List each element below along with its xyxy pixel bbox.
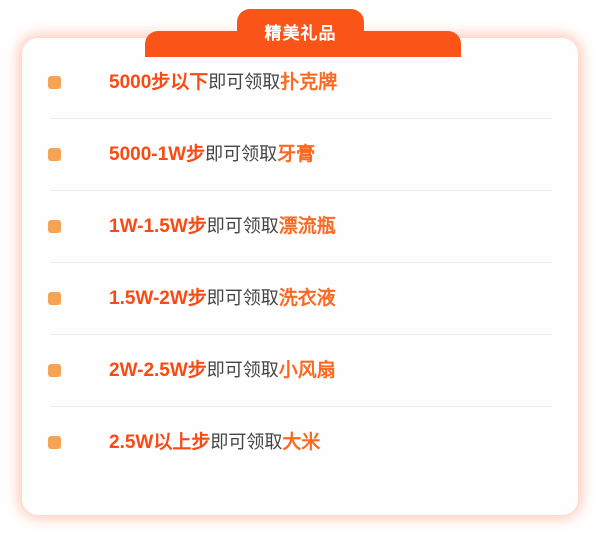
prize-label: 牙膏 <box>277 143 316 165</box>
step-range-label: 2.5W以上步 <box>109 431 211 453</box>
claim-label: 即可领取 <box>206 359 279 380</box>
header-banner-tab <box>237 9 364 57</box>
bullet-square-icon <box>48 147 61 161</box>
bullet-square-icon <box>48 75 61 89</box>
prize-label: 洗衣液 <box>278 287 336 309</box>
gift-tier-list: 5000步以下即可领取扑克牌 5000-1W步即可领取牙膏 1W-1.5W步即可… <box>22 38 578 515</box>
claim-label: 即可领取 <box>206 287 279 308</box>
claim-label: 即可领取 <box>205 143 278 164</box>
claim-label: 即可领取 <box>206 215 279 236</box>
panel-title: 精美礼品 <box>264 23 337 43</box>
list-item[interactable]: 2W-2.5W步即可领取小风扇 <box>22 334 578 406</box>
bullet-square-icon <box>48 291 61 305</box>
prize-label: 小风扇 <box>278 359 336 381</box>
prize-label: 大米 <box>282 431 321 453</box>
bullet-square-icon <box>48 363 61 377</box>
claim-label: 即可领取 <box>208 71 281 92</box>
step-range-label: 1W-1.5W步 <box>109 215 207 237</box>
step-range-label: 2W-2.5W步 <box>109 359 207 381</box>
claim-label: 即可领取 <box>210 431 283 452</box>
list-item[interactable]: 1.5W-2W步即可领取洗衣液 <box>22 262 578 334</box>
list-item[interactable]: 2.5W以上步即可领取大米 <box>22 406 578 478</box>
gift-tier-text: 5000-1W步即可领取牙膏 <box>109 145 315 164</box>
step-range-label: 5000-1W步 <box>109 143 206 165</box>
list-item[interactable]: 5000-1W步即可领取牙膏 <box>22 118 578 190</box>
list-item[interactable]: 5000步以下即可领取扑克牌 <box>22 46 578 118</box>
step-range-label: 5000步以下 <box>109 71 209 93</box>
prize-label: 扑克牌 <box>280 71 338 93</box>
gift-tier-text: 2.5W以上步即可领取大米 <box>109 433 320 452</box>
step-range-label: 1.5W-2W步 <box>109 287 207 309</box>
gift-tier-text: 1.5W-2W步即可领取洗衣液 <box>109 289 336 308</box>
gift-tier-text: 1W-1.5W步即可领取漂流瓶 <box>109 217 336 236</box>
bullet-square-icon <box>48 435 61 449</box>
gift-tier-text: 2W-2.5W步即可领取小风扇 <box>109 361 336 380</box>
bullet-square-icon <box>48 219 61 233</box>
prize-label: 漂流瓶 <box>278 215 336 237</box>
gift-tier-text: 5000步以下即可领取扑克牌 <box>109 73 337 92</box>
list-item[interactable]: 1W-1.5W步即可领取漂流瓶 <box>22 190 578 262</box>
gift-card <box>22 38 578 515</box>
